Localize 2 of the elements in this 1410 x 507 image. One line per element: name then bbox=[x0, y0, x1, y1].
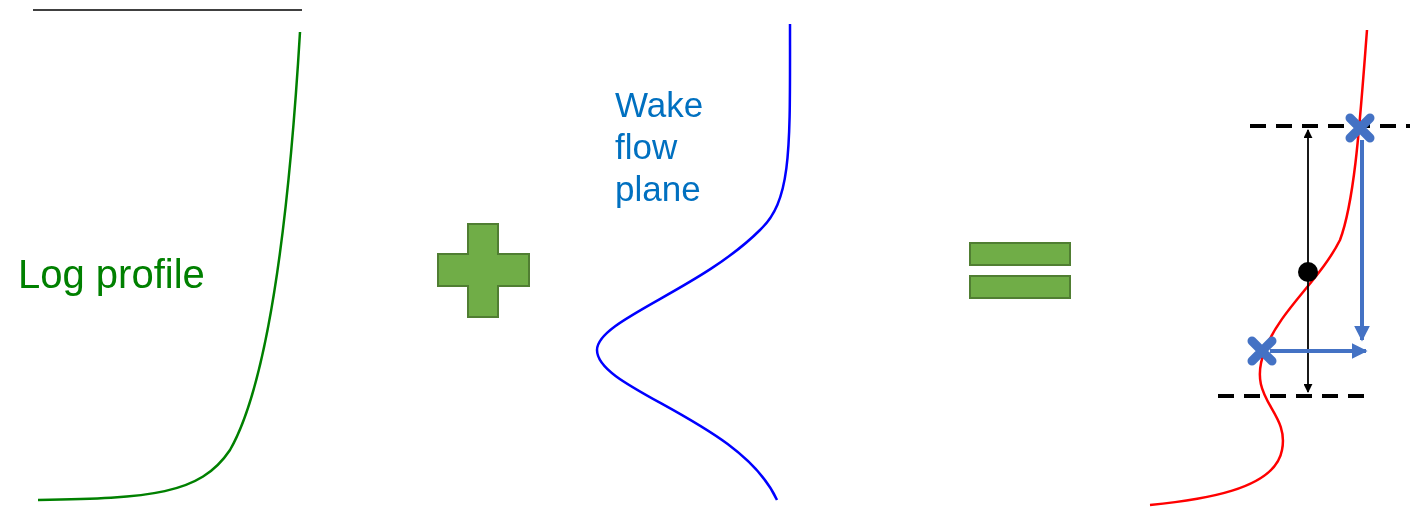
profile-label: Wake flow plane bbox=[615, 84, 705, 210]
profile-label: Log profile bbox=[18, 251, 205, 298]
